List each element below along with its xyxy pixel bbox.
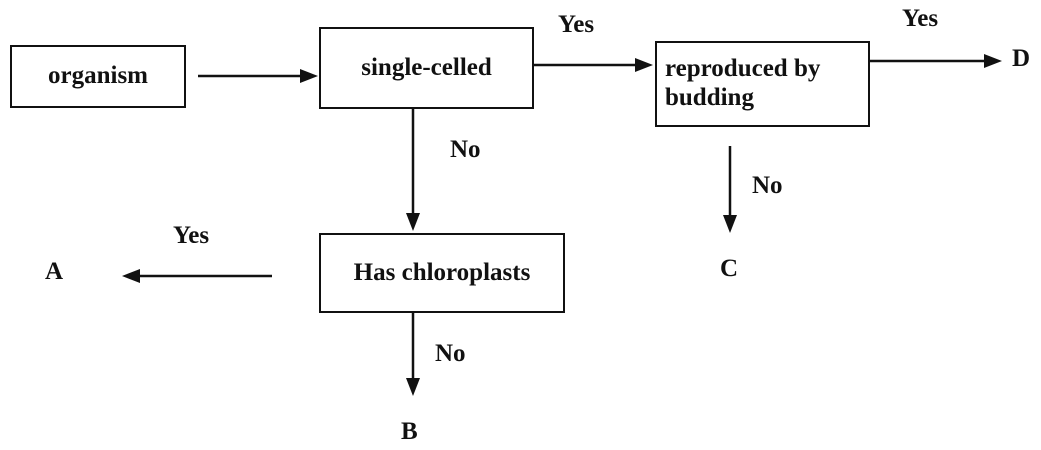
outcome-c: C xyxy=(720,255,739,282)
node-has-chloroplasts-label: Has chloroplasts xyxy=(353,258,531,286)
edge-label-budding-to-d: Yes xyxy=(902,5,939,32)
arrowhead-organism-to-single-celled xyxy=(300,69,318,83)
node-has-chloroplasts: Has chloroplasts xyxy=(319,233,565,313)
node-organism-label: organism xyxy=(48,62,148,90)
edge-label-chloroplasts-to-b: No xyxy=(435,340,466,367)
node-single-celled: single-celled xyxy=(319,27,534,109)
edge-label-single-to-budding: Yes xyxy=(558,11,595,38)
outcome-b: B xyxy=(401,418,418,445)
arrowhead-chloroplasts-to-a xyxy=(122,269,140,283)
node-reproduced-by-budding-label: reproduced by budding xyxy=(665,55,821,111)
edge-label-single-to-chloroplasts: No xyxy=(450,136,481,163)
arrowhead-single-celled-to-chloroplasts xyxy=(406,213,420,231)
arrowhead-budding-to-d xyxy=(984,54,1002,68)
arrowhead-chloroplasts-to-b xyxy=(406,378,420,396)
arrowhead-budding-to-c xyxy=(723,215,737,233)
outcome-d: D xyxy=(1012,45,1031,72)
edge-label-chloroplasts-to-a: Yes xyxy=(173,222,210,249)
node-reproduced-by-budding: reproduced by budding xyxy=(655,41,870,127)
edge-label-budding-to-c: No xyxy=(752,172,783,199)
node-organism: organism xyxy=(10,45,186,108)
node-single-celled-label: single-celled xyxy=(361,53,492,81)
arrowhead-single-celled-to-budding xyxy=(635,58,653,72)
outcome-a: A xyxy=(45,258,64,285)
